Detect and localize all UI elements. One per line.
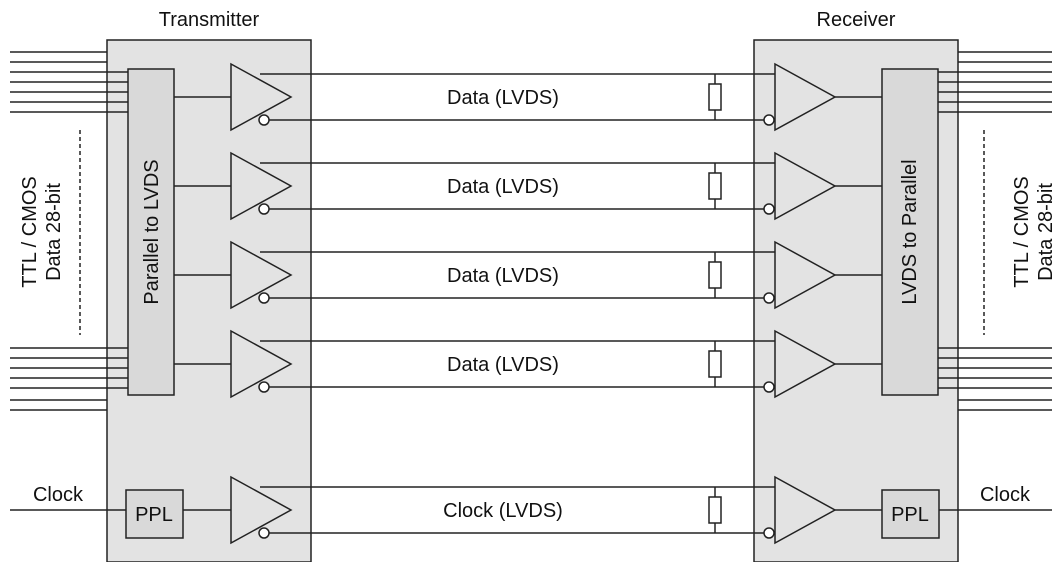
- data-1-receiver-inverter-bubble: [763, 114, 775, 126]
- right-bus-bottom-lines: [938, 347, 1052, 411]
- clock-output-label: Clock: [980, 484, 1031, 506]
- data-2-driver-inverter-bubble: [258, 203, 270, 215]
- data-2-driver-icon: [230, 151, 293, 221]
- clock-input-label: Clock: [33, 484, 84, 506]
- data-1-driver-icon: [230, 62, 293, 132]
- data-1-termination-resistor-icon: [708, 83, 722, 111]
- data-1-link-label: Data (LVDS): [447, 87, 559, 109]
- rx-pll-box: [881, 489, 940, 539]
- data-1-receiver-icon: [774, 62, 837, 132]
- data-3-link-label: Data (LVDS): [447, 265, 559, 287]
- left-bus-label-line1: TTL / CMOS: [19, 176, 41, 287]
- data-4-driver-icon: [230, 329, 293, 399]
- right-bus-label-line2: Data 28-bit: [1035, 183, 1057, 281]
- rx-pll-label: PPL: [891, 504, 929, 526]
- clock-link-label: Clock (LVDS): [443, 500, 563, 522]
- data-3-receiver-icon: [774, 240, 837, 310]
- clock-receiver-inverter-bubble: [763, 527, 775, 539]
- clock-receiver-icon: [774, 475, 837, 545]
- data-2-link-label: Data (LVDS): [447, 176, 559, 198]
- left-bus-top-lines: [10, 51, 128, 113]
- data-4-receiver-inverter-bubble: [763, 381, 775, 393]
- data-4-driver-inverter-bubble: [258, 381, 270, 393]
- lvds-to-parallel-box: [881, 68, 939, 396]
- data-2-receiver-inverter-bubble: [763, 203, 775, 215]
- clock-driver-icon: [230, 475, 293, 545]
- lvds-links: Data (LVDS) Data (LVDS) Data (LVDS) Data (L…: [174, 62, 882, 545]
- transmitter-title: Transmitter: [159, 9, 260, 31]
- parallel-to-lvds-label: Parallel to LVDS: [141, 159, 163, 304]
- data-3-driver-inverter-bubble: [258, 292, 270, 304]
- data-3-driver-icon: [230, 240, 293, 310]
- data-4-receiver-icon: [774, 329, 837, 399]
- data-4-link-label: Data (LVDS): [447, 354, 559, 376]
- clock-termination-resistor-icon: [708, 496, 722, 524]
- left-bus-label-line2: Data 28-bit: [43, 183, 65, 281]
- receiver-title: Receiver: [817, 9, 896, 31]
- tx-pll-label: PPL: [135, 504, 173, 526]
- clock-driver-inverter-bubble: [258, 527, 270, 539]
- parallel-to-lvds-box: [127, 68, 175, 396]
- data-4-termination-resistor-icon: [708, 350, 722, 378]
- data-3-receiver-inverter-bubble: [763, 292, 775, 304]
- data-3-termination-resistor-icon: [708, 261, 722, 289]
- tx-pll-box: [125, 489, 184, 539]
- right-bus-top-lines: [938, 51, 1052, 113]
- data-2-termination-resistor-icon: [708, 172, 722, 200]
- right-bus-label-line1: TTL / CMOS: [1011, 176, 1033, 287]
- left-bus-bottom-lines: [10, 347, 128, 411]
- lvds-to-parallel-label: LVDS to Parallel: [899, 159, 921, 304]
- data-2-receiver-icon: [774, 151, 837, 221]
- data-1-driver-inverter-bubble: [258, 114, 270, 126]
